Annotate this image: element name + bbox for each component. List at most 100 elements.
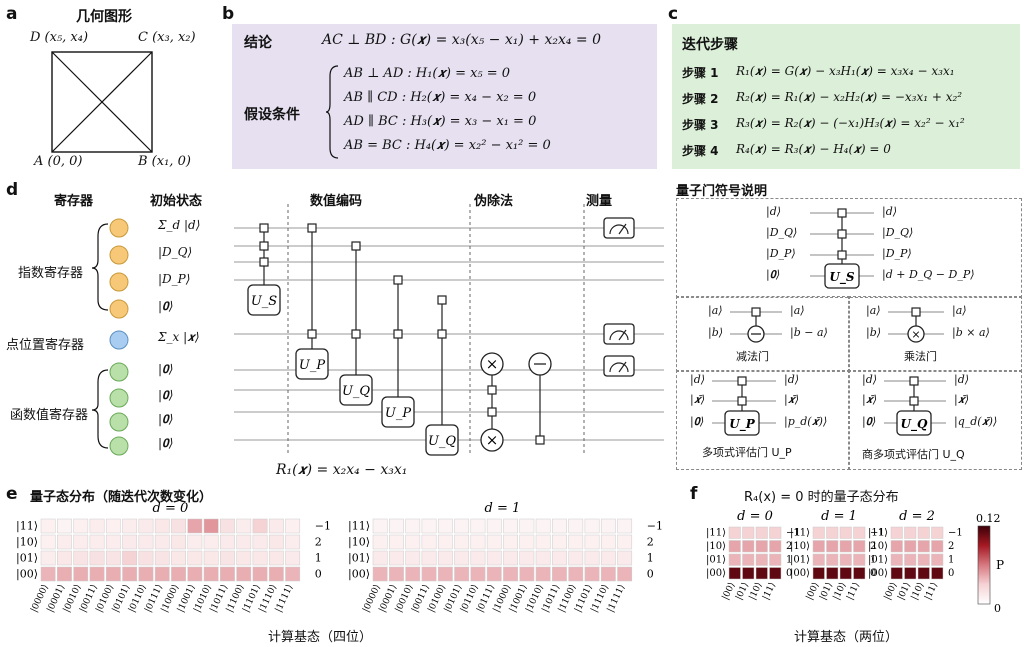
uq-caption: 商多项式评估门 U_Q [862, 448, 965, 461]
heatmap-cell [454, 566, 470, 582]
heatmap-cell [285, 550, 301, 566]
col-registers: 寄存器 [54, 194, 94, 209]
control-dot [437, 295, 447, 305]
heatmap-cell [171, 534, 186, 550]
heatmap-cell [122, 518, 138, 534]
heatmap-2: d = 0|11⟩|10⟩|01⟩|00⟩−1210|00⟩|01⟩|10⟩|1… [706, 509, 801, 602]
heatmap-cell [372, 534, 388, 550]
uq-out-2: |q_d(𝒙̄)⟩ [954, 415, 998, 428]
heatmap-cell [89, 550, 105, 566]
initial-state-6: |𝟎⟩ [158, 388, 174, 402]
heatmap-cell [203, 518, 219, 534]
heatmap-cell [890, 567, 903, 580]
heatmap-cell [73, 566, 89, 582]
heatmap-ylabel: |10⟩ [790, 541, 810, 552]
us-in-1: |D_Q⟩ [766, 226, 798, 239]
initial-state-5: |𝟎⟩ [158, 362, 174, 376]
heatmap-rlabel: 0 [315, 568, 322, 581]
heatmap-cell [617, 534, 633, 550]
heatmap-4: d = 2|11⟩|10⟩|01⟩|00⟩−1210|00⟩|01⟩|10⟩|1… [868, 509, 963, 602]
heatmap-cell [40, 550, 56, 566]
heatmap-cell [486, 566, 502, 582]
heatmap-cell [220, 534, 235, 550]
heatmap-ylabel: |01⟩ [706, 555, 726, 566]
heatmap-cell [826, 526, 839, 539]
heatmap-cell [187, 534, 203, 550]
heatmap-cell [826, 553, 839, 566]
heatmap-cell [421, 518, 437, 534]
heatmap-cell [742, 526, 755, 539]
gate-us-label: U_S [251, 294, 277, 309]
panel-c-label: c [668, 4, 679, 24]
heatmap-rlabel: 2 [870, 541, 876, 552]
heatmap-cell [728, 553, 741, 566]
heatmap-cell [917, 553, 930, 566]
heatmap-cell [839, 540, 852, 553]
heatmap-cell [57, 518, 72, 534]
uq-in-1: |𝒙̄⟩ [862, 393, 878, 406]
heatmap-cell [839, 526, 852, 539]
heatmap-0: d = 0|11⟩|10⟩|01⟩|00⟩−1210|0000⟩|0001⟩|0… [16, 501, 331, 614]
mul-out-1: |b × a⟩ [952, 326, 990, 339]
point-c-label: C (x₃, x₂) [138, 30, 196, 45]
heatmap-ylabel: |01⟩ [790, 555, 810, 566]
section-measure: 测量 [586, 194, 613, 209]
panel-b-label: b [222, 4, 235, 24]
step-2-key: 步骤 2 [682, 92, 719, 106]
geometry-square [51, 51, 153, 153]
conclusion-key: 结论 [244, 35, 272, 51]
heatmap-cell [89, 534, 105, 550]
up-in-2: |𝟎⟩ [690, 415, 705, 428]
panel-f-xlabel: 计算基态（两位） [794, 630, 899, 645]
heatmap-ylabel: |10⟩ [16, 536, 38, 550]
gate-encode-0 [295, 348, 329, 380]
heatmap-xlabel: |11⟩ [923, 581, 940, 602]
initial-state-2: |D_P⟩ [158, 272, 191, 286]
section-encode: 数值编码 [310, 194, 363, 209]
meter-needle-1 [618, 329, 627, 341]
heatmap-cell [812, 526, 825, 539]
heatmap-ylabel: |10⟩ [868, 541, 888, 552]
heatmap-cell [742, 540, 755, 553]
up-in-1: |𝒙̄⟩ [690, 393, 706, 406]
heatmap-cell [154, 534, 170, 550]
multiply-gate-0 [480, 352, 504, 376]
heatmap-ylabel: |01⟩ [348, 552, 370, 566]
heatmap-cell [552, 518, 567, 534]
multiply-symbol-1: × [486, 431, 499, 449]
heatmap-cell [826, 567, 839, 580]
heatmap-ylabel: |00⟩ [348, 568, 370, 582]
register-qubits [91, 218, 129, 456]
heatmap-cell [503, 534, 518, 550]
heatmap-cell [470, 534, 486, 550]
heatmap-cell [73, 550, 89, 566]
uq-in-0: |d⟩ [862, 373, 878, 386]
heatmap-cell [40, 534, 56, 550]
heatmap-title-1: d = 1 [485, 501, 521, 516]
control-dot [259, 223, 269, 233]
heatmap-cell [535, 518, 551, 534]
heatmap-cell [535, 534, 551, 550]
heatmap-cell [503, 550, 518, 566]
colorbar-max: 0.12 [976, 512, 1001, 525]
heatmap-rlabel: 0 [786, 568, 792, 579]
heatmap-cell [769, 567, 782, 580]
heatmap-ylabel: |01⟩ [16, 552, 38, 566]
heatmap-cell [839, 567, 852, 580]
heatmaps: d = 0|11⟩|10⟩|01⟩|00⟩−1210|0000⟩|0001⟩|0… [16, 501, 1004, 615]
heatmap-cell [236, 550, 252, 566]
heatmap-cell [568, 518, 584, 534]
step-4-key: 步骤 4 [682, 144, 719, 158]
heatmap-cell [600, 518, 616, 534]
heatmap-xlabel: |11⟩ [845, 581, 862, 602]
sub-out-0: |a⟩ [790, 304, 805, 317]
heatmap-cell [617, 550, 633, 566]
heatmap-cell [519, 518, 535, 534]
heatmap-rlabel: 2 [647, 536, 654, 549]
heatmap-cell [600, 550, 616, 566]
heatmap-cell [486, 518, 502, 534]
heatmap-rlabel: 2 [948, 541, 954, 552]
heatmap-cell [268, 566, 284, 582]
heatmap-cell [931, 553, 944, 566]
mul-in-0: |a⟩ [866, 304, 881, 317]
